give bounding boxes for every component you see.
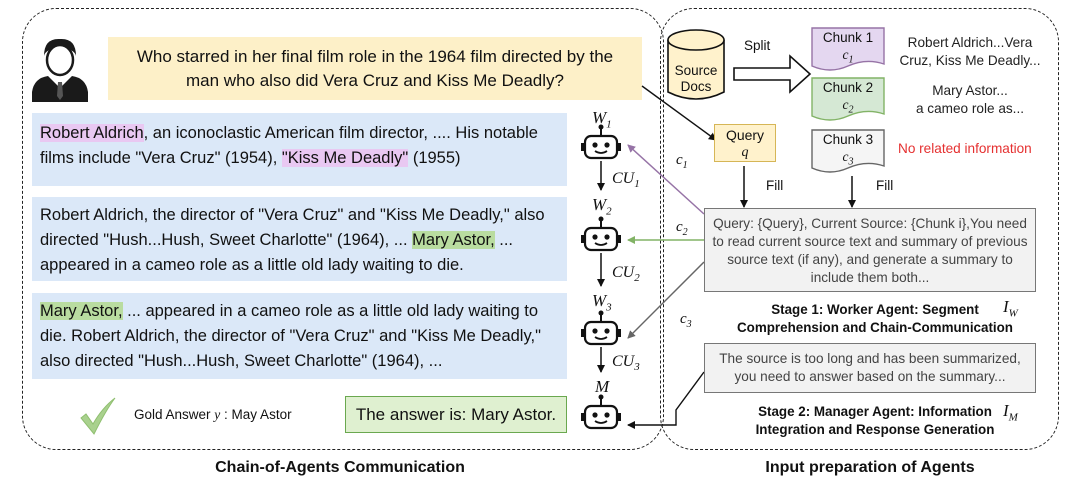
source-docs-icon — [667, 29, 725, 100]
gold-answer: Gold Answer y : May Astor — [134, 407, 334, 423]
agent-label-w3: W3 — [592, 291, 612, 314]
gold-answer-value: : May Astor — [220, 407, 292, 422]
passage-1-text: , an iconoclastic American film director… — [40, 124, 538, 167]
edge-label-c2: c2 — [676, 219, 688, 238]
robot-icon-w3 — [581, 310, 621, 346]
cu-label-2: CU2 — [612, 264, 640, 285]
chunk-1-icon — [811, 27, 885, 71]
passage-2: Robert Aldrich, the director of "Vera Cr… — [32, 197, 567, 281]
final-answer-box: The answer is: Mary Astor. — [345, 396, 567, 433]
edge-label-c3: c3 — [680, 311, 692, 330]
passage-3-entity: Mary Astor, — [40, 302, 123, 320]
cu-label-1: CU1 — [612, 170, 640, 191]
passage-1-film: "Kiss Me Deadly" — [281, 149, 409, 167]
stage-2-symbol: IM — [1003, 401, 1018, 424]
robot-icon-manager — [581, 394, 621, 430]
chunk-2-text: Mary Astor...a cameo role as... — [915, 83, 1025, 116]
passage-1: Robert Aldrich, an iconoclastic American… — [32, 113, 567, 186]
manager-prompt-box: The source is too long and has been summ… — [704, 343, 1036, 393]
chain-of-agents-frame — [22, 8, 664, 450]
input-preparation-frame — [660, 8, 1059, 450]
left-caption: Chain-of-Agents Communication — [215, 459, 465, 476]
agent-label-w1: W1 — [592, 108, 612, 131]
stage-1-symbol: IW — [1003, 297, 1018, 320]
split-arrow-icon — [733, 54, 812, 94]
agent-label-w2: W2 — [592, 195, 612, 218]
cu-label-3: CU3 — [612, 353, 640, 374]
chunk-3-text: No related information — [898, 141, 1032, 156]
passage-1-entity: Robert Aldrich — [40, 124, 144, 142]
gold-answer-prefix: Gold Answer — [134, 407, 215, 422]
fill-label-query: Fill — [766, 178, 784, 193]
fill-label-chunk: Fill — [876, 178, 894, 193]
passage-3: Mary Astor, ... appeared in a cameo role… — [32, 293, 567, 379]
passage-2-text: Robert Aldrich, the director of "Vera Cr… — [40, 206, 545, 249]
passage-3-text: ... appeared in a cameo role as a little… — [40, 302, 541, 370]
question-box: Who starred in her final film role in th… — [108, 37, 642, 100]
split-label: Split — [744, 38, 771, 53]
worker-prompt-box: Query: {Query}, Current Source: {Chunk i… — [704, 208, 1036, 292]
checkmark-icon — [80, 397, 116, 435]
passage-1-end: (1955) — [408, 149, 461, 167]
right-caption: Input preparation of Agents — [765, 459, 975, 476]
agent-label-m: M — [595, 377, 610, 396]
robot-icon-w1 — [581, 124, 621, 160]
robot-icon-w2 — [581, 216, 621, 252]
chunk-2-icon — [811, 77, 885, 121]
edge-label-c1: c1 — [676, 152, 688, 171]
chunk-3-icon — [811, 129, 885, 173]
user-avatar-icon — [32, 38, 88, 102]
gold-answer-var: y — [214, 407, 221, 422]
passage-2-end: ... appeared in a cameo role as a little… — [40, 231, 514, 274]
passage-2-entity: Mary Astor, — [412, 231, 495, 249]
